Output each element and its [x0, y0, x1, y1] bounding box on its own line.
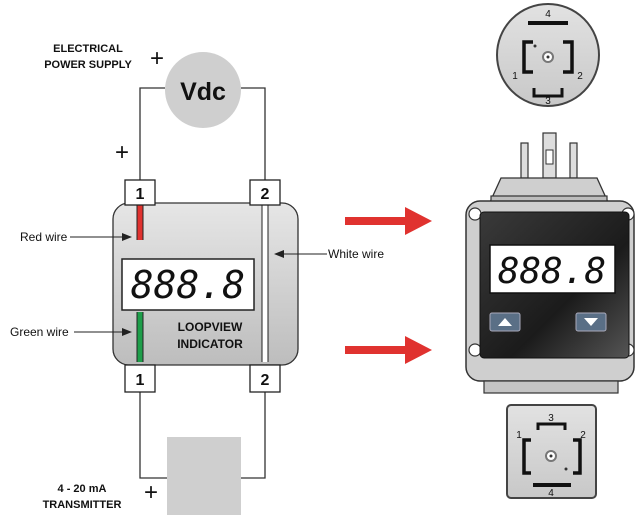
red-wire-callout-arrow — [70, 233, 132, 241]
terminal-top-left: 1 — [124, 179, 156, 206]
vdc-label: Vdc — [180, 78, 226, 106]
indicator-name-line1: LOOPVIEW — [178, 320, 243, 334]
round-connector-pin-2: 2 — [577, 71, 583, 82]
power-supply-label-line2: POWER SUPPLY — [44, 59, 132, 71]
wire-plus-sign: + — [115, 139, 129, 166]
top-left-wire — [139, 87, 165, 180]
terminal-bottom-right-label: 2 — [261, 372, 270, 389]
square-connector-pin-3: 3 — [548, 413, 554, 424]
round-connector — [496, 3, 600, 107]
square-connector-pin-4: 4 — [548, 488, 554, 499]
transmitter-box — [167, 437, 241, 515]
transmitter-label-line1: 4 - 20 mA — [58, 483, 107, 495]
bottom-right-wire — [241, 392, 266, 479]
device-display-value: 888.8 — [498, 251, 606, 292]
red-wire-callout: Red wire — [20, 230, 68, 244]
white-wire-callout-arrow — [274, 250, 327, 258]
arrow-right-icon — [345, 207, 432, 235]
indicator-name-line2: INDICATOR — [177, 337, 243, 351]
white-wire-callout: White wire — [328, 247, 384, 261]
top-right-wire — [241, 87, 266, 180]
power-supply-plus-sign: + — [150, 45, 164, 72]
square-connector-pin-2: 2 — [580, 430, 586, 441]
circuit-wires — [139, 87, 266, 479]
power-supply-label-line1: ELECTRICAL — [53, 43, 123, 55]
transmitter-label-line2: TRANSMITTER — [43, 499, 122, 511]
bottom-left-wire — [139, 392, 167, 479]
down-arrow-icon — [584, 318, 598, 326]
indicator-display-value: 888.8 — [131, 263, 245, 307]
indicator-device — [465, 132, 635, 394]
up-arrow-icon — [498, 318, 512, 326]
terminal-bottom-right: 2 — [249, 364, 281, 393]
transmitter-plus-sign: + — [144, 479, 158, 506]
square-connector — [506, 404, 597, 499]
green-wire-callout-arrow — [74, 328, 132, 336]
terminal-top-right: 2 — [249, 179, 281, 206]
indicator-display — [121, 258, 255, 311]
round-connector-pin-4: 4 — [545, 9, 551, 20]
terminal-top-right-label: 2 — [261, 186, 270, 203]
terminal-bottom-left-label: 1 — [136, 372, 145, 389]
green-wire-callout: Green wire — [10, 325, 69, 339]
terminal-top-left-label: 1 — [136, 186, 145, 203]
round-connector-pin-1: 1 — [512, 71, 518, 82]
vdc-source — [165, 52, 241, 128]
square-connector-pin-1: 1 — [516, 430, 522, 441]
round-connector-pin-3: 3 — [545, 96, 551, 107]
terminal-bottom-left: 1 — [124, 364, 156, 393]
arrow-right-icon — [345, 336, 432, 364]
